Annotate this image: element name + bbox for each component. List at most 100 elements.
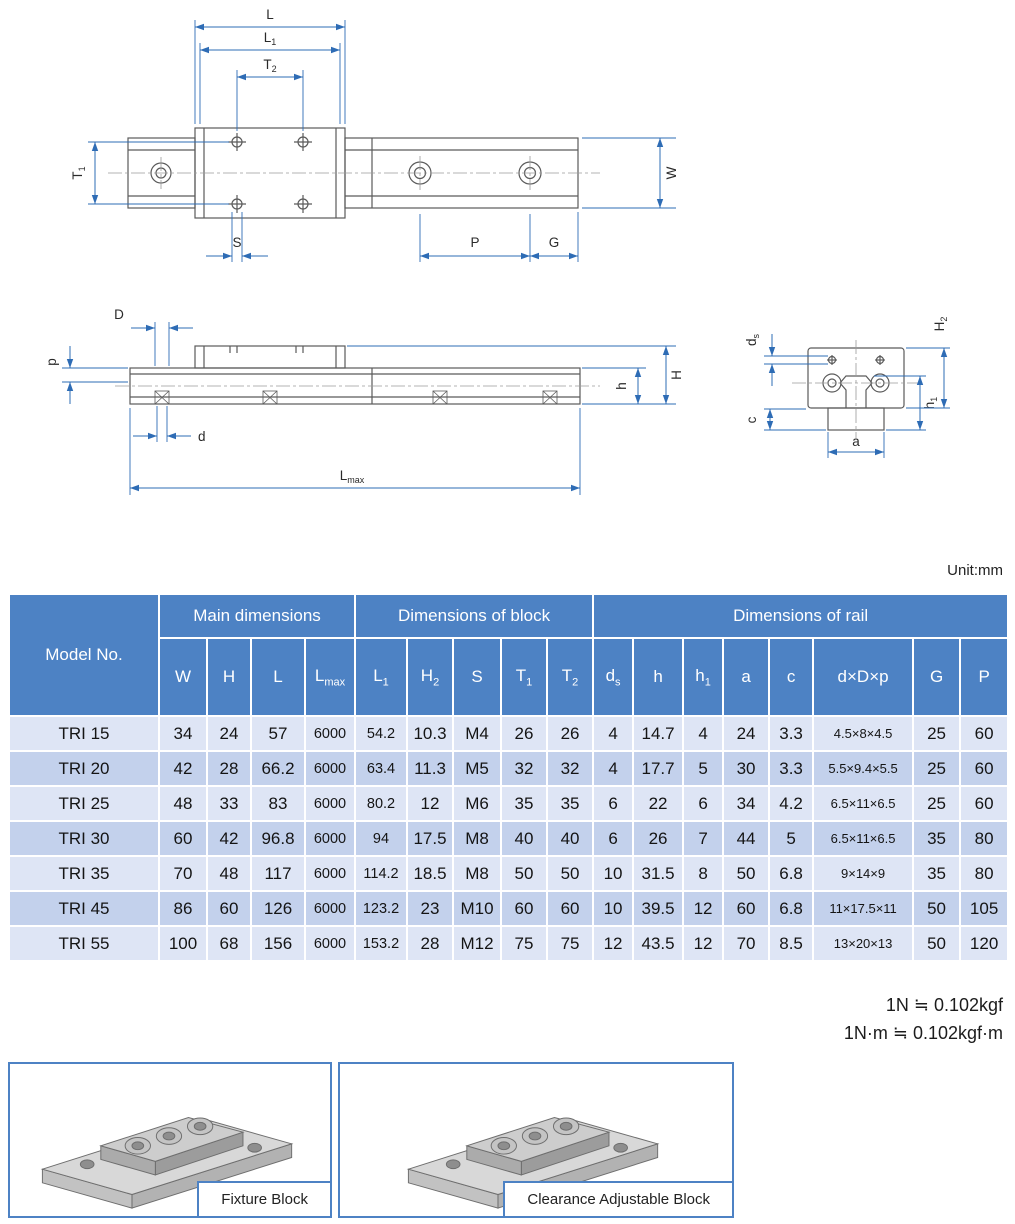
value-cell: 18.5: [406, 855, 454, 892]
value-cell: 3.3: [768, 750, 815, 787]
value-cell: 3.3: [768, 715, 815, 752]
value-cell: 50: [912, 925, 962, 962]
value-cell: 25: [912, 715, 962, 752]
value-cell: 6000: [304, 715, 356, 752]
value-cell: 156: [250, 925, 306, 962]
value-cell: 6: [592, 820, 635, 857]
value-cell: 50: [912, 890, 962, 927]
value-cell: 9×14×9: [812, 855, 915, 892]
value-cell: 100: [158, 925, 208, 962]
value-cell: M8: [452, 820, 502, 857]
value-cell: 68: [206, 925, 252, 962]
value-cell: 6: [682, 785, 725, 822]
model-no-header: Model No.: [8, 593, 160, 717]
value-cell: 8.5: [768, 925, 815, 962]
value-cell: 60: [959, 750, 1010, 787]
value-cell: M12: [452, 925, 502, 962]
value-cell: 23: [406, 890, 454, 927]
value-cell: 5: [768, 820, 815, 857]
end-view: [792, 340, 920, 438]
value-cell: 75: [545, 925, 595, 962]
dim-label-T2: T2: [263, 57, 276, 74]
column-header-6: S: [452, 637, 502, 717]
column-header-12: a: [722, 637, 771, 717]
value-cell: 117: [250, 855, 306, 892]
value-cell: 4: [592, 750, 635, 787]
value-cell: 105: [959, 890, 1010, 927]
value-cell: 6000: [304, 820, 356, 857]
note-line-2: 1N·m ≒ 0.102kgf·m: [843, 1022, 1003, 1043]
value-cell: 48: [206, 855, 252, 892]
side-and-end-view-drawing: D p d Lmax h H: [44, 307, 950, 495]
model-cell: TRI 55: [8, 925, 160, 962]
value-cell: 4: [682, 715, 725, 752]
value-cell: 10: [592, 855, 635, 892]
column-header-5: H2: [406, 637, 454, 717]
column-header-1: H: [206, 637, 252, 717]
column-header-3: Lmax: [304, 637, 356, 717]
model-cell: TRI 20: [8, 750, 160, 787]
dim-label-L: L: [266, 7, 274, 22]
value-cell: 6.8: [768, 890, 815, 927]
value-cell: 42: [206, 820, 252, 857]
value-cell: 66.2: [250, 750, 306, 787]
value-cell: 42: [158, 750, 208, 787]
value-cell: 6.5×11×6.5: [812, 820, 915, 857]
value-cell: 80: [959, 855, 1010, 892]
value-cell: 120: [959, 925, 1010, 962]
value-cell: 17.5: [406, 820, 454, 857]
value-cell: 4.5×8×4.5: [812, 715, 915, 752]
dim-label-T1: T1: [70, 166, 87, 179]
value-cell: 43.5: [632, 925, 685, 962]
clearance-adjustable-block-image-box: Clearance Adjustable Block: [338, 1062, 734, 1218]
value-cell: 6000: [304, 925, 356, 962]
column-header-11: h1: [682, 637, 725, 717]
dim-label-S: S: [232, 235, 241, 250]
value-cell: 5.5×9.4×5.5: [812, 750, 915, 787]
value-cell: 32: [545, 750, 595, 787]
rail-and-block-plan: [108, 127, 600, 219]
column-header-4: L1: [354, 637, 408, 717]
value-cell: 54.2: [354, 715, 408, 752]
value-cell: 123.2: [354, 890, 408, 927]
value-cell: 44: [722, 820, 771, 857]
value-cell: 114.2: [354, 855, 408, 892]
dim-label-Lmax: Lmax: [340, 468, 365, 485]
plan-view-dimensions: L L1 T2 T1 W S: [70, 7, 679, 262]
fixture-block-image: [40, 1117, 294, 1209]
value-cell: 80: [959, 820, 1010, 857]
value-cell: 60: [545, 890, 595, 927]
dim-label-H: H: [669, 370, 684, 380]
model-cell: TRI 30: [8, 820, 160, 857]
column-header-9: ds: [592, 637, 635, 717]
value-cell: 7: [682, 820, 725, 857]
model-cell: TRI 25: [8, 785, 160, 822]
value-cell: 83: [250, 785, 306, 822]
value-cell: 153.2: [354, 925, 408, 962]
value-cell: 30: [722, 750, 771, 787]
column-group-header-1: Dimensions of block: [353, 593, 595, 639]
column-header-10: h: [632, 637, 685, 717]
dim-label-a: a: [852, 434, 860, 449]
value-cell: 11.3: [406, 750, 454, 787]
column-header-15: G: [912, 637, 962, 717]
dim-label-G: G: [549, 235, 560, 250]
value-cell: 60: [206, 890, 252, 927]
plan-view-drawing: L L1 T2 T1 W S: [70, 7, 679, 262]
value-cell: M4: [452, 715, 502, 752]
value-cell: 60: [959, 715, 1010, 752]
value-cell: M8: [452, 855, 502, 892]
model-cell: TRI 15: [8, 715, 160, 752]
value-cell: M5: [452, 750, 502, 787]
value-cell: 50: [500, 855, 548, 892]
fixture-block-image-box: Fixture Block: [8, 1062, 332, 1218]
value-cell: 60: [158, 820, 208, 857]
value-cell: 48: [158, 785, 208, 822]
value-cell: 80.2: [354, 785, 408, 822]
